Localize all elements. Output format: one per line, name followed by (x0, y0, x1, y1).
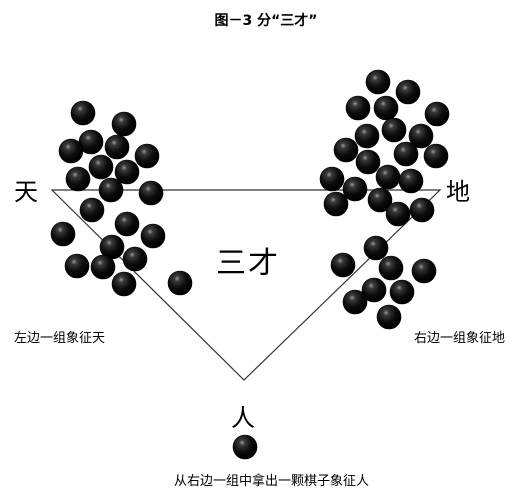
go-stone (140, 223, 166, 249)
triangle-outline (50, 189, 442, 381)
go-stone (319, 166, 345, 192)
go-stone (114, 211, 140, 237)
go-stone (323, 191, 349, 217)
go-stone (70, 100, 96, 126)
go-stone (98, 177, 124, 203)
go-stone (342, 289, 368, 315)
go-stone (373, 95, 399, 121)
go-stone (355, 149, 381, 175)
go-stone (58, 138, 84, 164)
go-stone (64, 253, 90, 279)
go-stone (138, 180, 164, 206)
caption-right-group: 右边一组象征地 (414, 331, 506, 346)
go-stone (65, 166, 91, 192)
go-stone (424, 101, 450, 127)
go-stone (411, 258, 437, 284)
go-stone (398, 168, 424, 194)
figure-title: 图－3 分“三才” (214, 13, 318, 29)
go-stone (122, 246, 148, 272)
stone-human (232, 434, 258, 460)
label-earth: 地 (446, 178, 470, 206)
go-stone (376, 304, 402, 330)
go-stone (90, 254, 116, 280)
go-stone (134, 143, 160, 169)
go-stone (232, 434, 258, 460)
go-stone (423, 143, 449, 169)
go-stone (408, 123, 434, 149)
go-stone (375, 164, 401, 190)
caption-bottom-stone: 从右边一组中拿出一颗棋子象征人 (174, 474, 370, 489)
go-stone (367, 187, 393, 213)
go-stone (50, 221, 76, 247)
go-stone (381, 117, 407, 143)
go-stone (393, 141, 419, 167)
go-stone (167, 270, 193, 296)
go-stone (354, 123, 380, 149)
go-stone (363, 235, 389, 261)
go-stone (409, 197, 435, 223)
go-stone (333, 137, 359, 163)
go-stone (389, 279, 415, 305)
go-stone (111, 111, 137, 137)
go-stone (104, 134, 130, 160)
stone-group-earth (319, 69, 450, 330)
go-stone (79, 197, 105, 223)
go-stone (378, 255, 404, 281)
go-stone (342, 176, 368, 202)
label-human: 人 (231, 404, 255, 432)
go-stone (345, 95, 371, 121)
go-stone (361, 277, 387, 303)
go-stone (365, 69, 391, 95)
go-stone (111, 271, 137, 297)
go-stone (395, 79, 421, 105)
stone-group-heaven (50, 100, 193, 297)
go-stone (330, 252, 356, 278)
go-stone (114, 159, 140, 185)
go-stone (385, 201, 411, 227)
caption-left-group: 左边一组象征天 (14, 331, 106, 346)
label-heaven: 天 (14, 178, 38, 206)
go-stone (88, 154, 114, 180)
label-three-powers: 三才 (216, 246, 280, 281)
